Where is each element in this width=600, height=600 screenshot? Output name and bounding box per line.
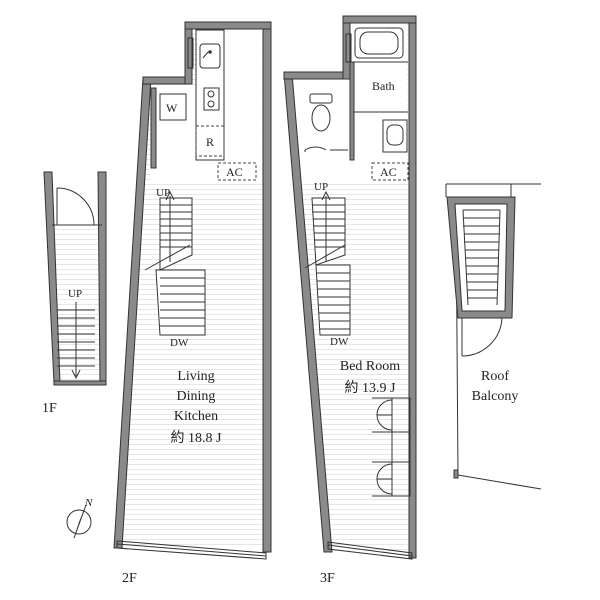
2f-window [116,540,267,560]
2f-washer [159,93,187,121]
3f-aircon [371,162,409,181]
1f-wall-bottom [53,380,107,386]
2f-wall-top [184,21,272,30]
3f-stair-down-label: DW [330,336,349,348]
3f-bath-top [350,24,407,82]
roof-stair-treads [462,209,501,306]
2f-stair-up-label: UP [156,187,170,199]
3f-window [327,541,413,560]
1f-floor [52,225,102,383]
roof-label-line-2: Balcony [472,389,519,404]
2f-stair [144,190,206,336]
roof-door [461,317,503,357]
1f-stair [57,302,95,380]
compass-north-label: N [84,497,93,509]
3f-toilet [309,93,333,132]
roof-label-line-1: Roof [481,369,509,384]
2f-wall-top-left [142,76,191,85]
3f-room-area: 約 13.9 J [345,380,396,396]
2f-floor-label: 2F [122,571,137,586]
2f-wall-right [262,24,272,553]
floor-2f: W R AC UP [113,21,272,586]
1f-floor-label: 1F [42,401,57,416]
2f-kitchen-area [150,32,262,182]
3f-stair [304,190,351,336]
3f-aircon-label: AC [380,165,397,179]
2f-washer-label: W [166,101,178,115]
2f-aircon [217,162,257,181]
2f-stair-down-label: DW [170,337,189,349]
3f-room-label: Bed Room [340,359,400,374]
2f-fridge-label: R [206,135,214,149]
3f-bathtub [354,27,404,59]
2f-room-line-2: Dining [177,389,216,404]
floor-1f: UP 1F [42,171,107,416]
2f-room-area: 約 18.8 J [171,430,222,446]
3f-wall-top-left [283,71,345,80]
1f-wall-right [97,171,107,384]
3f-basin [382,119,408,153]
roof-parapet [453,469,459,479]
1f-entry-door [56,187,95,226]
2f-stove-icon [203,87,220,111]
3f-bath-label: Bath [372,79,395,93]
3f-stair-up-label: UP [314,181,328,193]
2f-fridge [195,125,225,157]
2f-room-line-1: Living [177,369,214,384]
2f-sink-counter [195,29,225,161]
2f-room-line-3: Kitchen [174,409,218,424]
2f-partition [150,87,157,169]
3f-bath-wall [349,61,355,161]
roof-balcony: Roof Balcony [445,183,542,490]
2f-sink-icon [199,43,221,69]
2f-aircon-label: AC [226,165,243,179]
3f-wall-top [342,15,417,24]
3f-closet [372,397,411,497]
compass-icon: N [66,497,93,539]
1f-stair-label: UP [68,288,82,300]
floor-3f: Bath AC [283,15,417,586]
3f-floor-label: 3F [320,571,335,586]
